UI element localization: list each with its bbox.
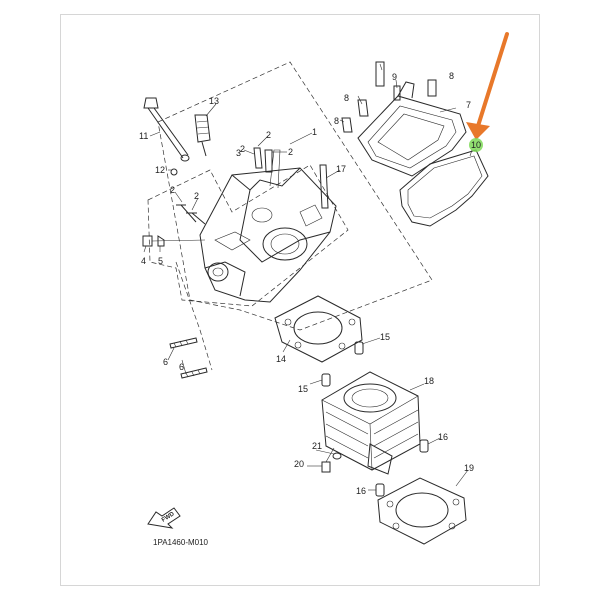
callout-8c: 8 [449,71,454,81]
cylinder-block [321,371,421,475]
callout-2a: 2 [266,130,271,140]
callout-2e: 2 [194,191,199,201]
cylinder-head-boundary [157,61,433,331]
head-inner-boundary [147,164,349,307]
callout-15b: 15 [298,384,308,394]
callout-8b: 8 [334,116,339,126]
frame-right-border [539,14,540,586]
callout-16a: 16 [438,432,448,442]
dowel-pins [321,341,429,497]
callout-2b: 2 [288,147,293,157]
callout-2c: 2 [240,144,245,154]
callout-16b: 16 [356,486,366,496]
callout-labels: 1 2 2 2 2 2 3 4 5 6 6 7 8 8 8 9 10 11 12… [139,71,481,496]
callout-7: 7 [466,100,471,110]
callout-15a: 15 [380,332,390,342]
callout-18: 18 [424,376,434,386]
callout-6b: 6 [179,362,184,372]
callout-12: 12 [155,165,165,175]
callout-14: 14 [276,354,286,364]
callout-13: 13 [209,96,219,106]
callout-17: 17 [336,164,346,174]
head-fasteners [142,147,329,247]
orange-arrow-shaft [476,32,509,128]
callout-21: 21 [312,441,322,451]
callout-3: 3 [236,148,241,158]
studs [169,337,208,379]
frame-left-border [60,14,61,586]
orange-arrow-head [466,122,490,140]
callout-2d: 2 [170,185,175,195]
part-10-highlight [469,138,483,152]
spark-plug-and-bolt [143,97,211,176]
callout-9: 9 [392,72,397,82]
callout-4: 4 [141,256,146,266]
drawing-code: 1PA1460-M010 [153,538,209,547]
callout-10: 10 [471,140,481,150]
assembly-boundaries [147,61,433,371]
callout-5: 5 [158,256,163,266]
leader-lines [143,63,473,491]
cylinder-head [199,149,337,303]
stud-boundary [175,261,213,371]
callout-8a: 8 [344,93,349,103]
fwd-label: FWD [161,511,176,524]
head-cover-assembly [341,61,489,227]
bolt-and-washer [321,447,342,473]
annotation-arrow [466,32,509,152]
callout-20: 20 [294,459,304,469]
callout-6a: 6 [163,357,168,367]
gasket-14 [274,295,363,363]
frame-top-border [60,14,540,15]
callout-19: 19 [464,463,474,473]
callout-1: 1 [312,127,317,137]
gasket-19 [377,477,467,545]
forward-arrow-icon: FWD [147,507,181,529]
frame-bottom-border [60,585,540,586]
callout-11: 11 [139,131,148,141]
